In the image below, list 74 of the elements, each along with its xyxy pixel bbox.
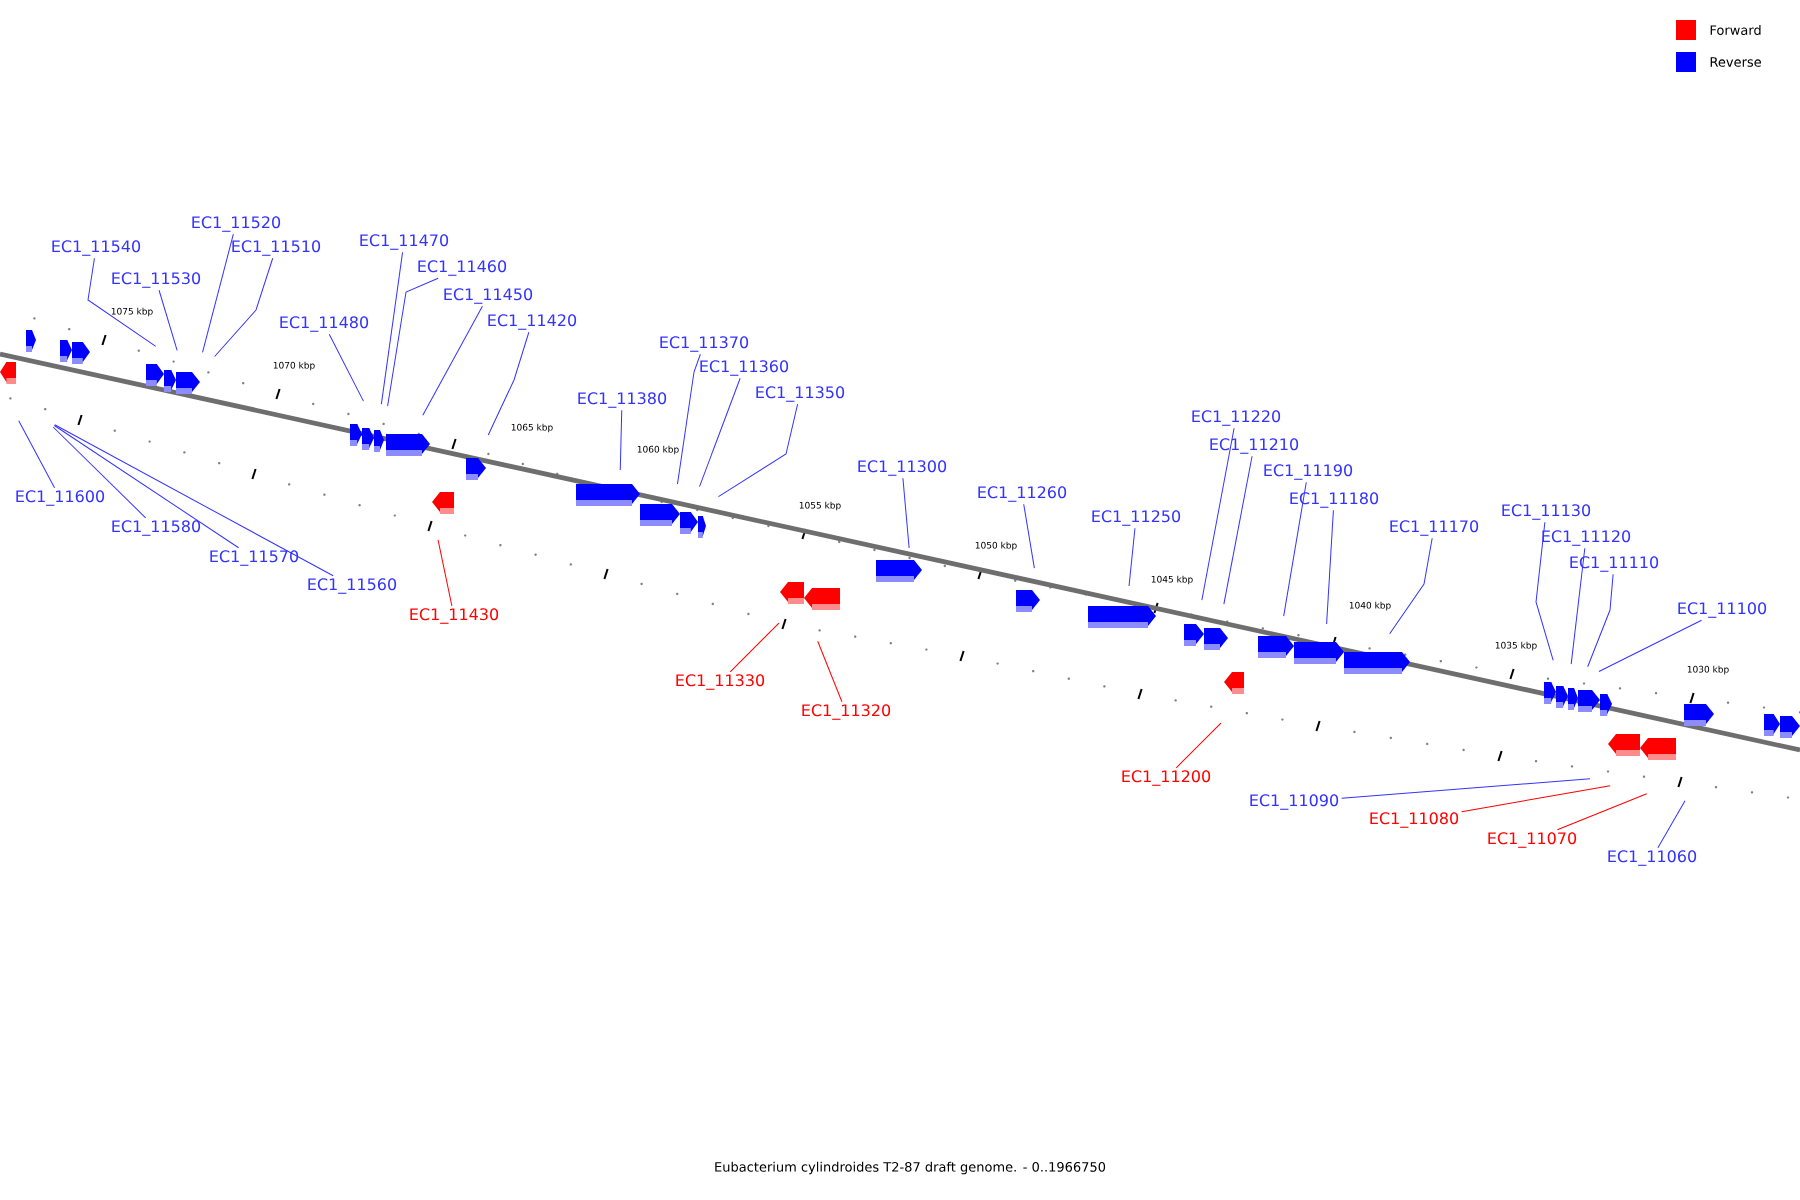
gene-label: EC1_11060	[1608, 850, 1697, 866]
leader-line	[676, 353, 701, 485]
leader-line	[1657, 800, 1686, 849]
gene-label: EC1_11580	[112, 520, 201, 536]
gene-label: EC1_11300	[858, 460, 947, 476]
leader-line	[437, 539, 453, 607]
gene-label: EC1_11190	[1264, 464, 1353, 480]
leader-line	[422, 305, 483, 416]
gene-label: EC1_11320	[802, 704, 891, 720]
gene-label: EC1_11130	[1502, 504, 1591, 520]
leader-line	[699, 377, 741, 488]
leader-line	[387, 277, 439, 407]
gene-label: EC1_11220	[1192, 410, 1281, 426]
leader-line	[87, 257, 157, 347]
leader-line	[817, 640, 843, 703]
gene-label: EC1_11110	[1570, 556, 1659, 572]
gene-label: EC1_11480	[280, 316, 369, 332]
leader-line	[1128, 527, 1136, 587]
leader-line	[1389, 537, 1433, 635]
gene-label: EC1_11570	[210, 550, 299, 566]
leader-line	[328, 333, 364, 402]
leader-line	[1587, 573, 1614, 668]
leader-line	[52, 426, 147, 519]
gene-label: EC1_11330	[676, 674, 765, 690]
gene-label: EC1_11080	[1370, 812, 1459, 828]
leader-line	[1598, 619, 1703, 673]
leader-line	[1570, 547, 1586, 665]
gene-label: EC1_11200	[1122, 770, 1211, 786]
leader-line	[380, 251, 404, 405]
leader-line	[18, 420, 56, 489]
gene-label: EC1_11460	[418, 260, 507, 276]
gene-label: EC1_11210	[1210, 438, 1299, 454]
gene-label: EC1_11120	[1542, 530, 1631, 546]
gene-label: EC1_11100	[1678, 602, 1767, 618]
leader-line	[53, 425, 240, 549]
gene-label: EC1_11380	[578, 392, 667, 408]
gene-label: EC1_11520	[192, 216, 281, 232]
leader-line	[1341, 778, 1591, 799]
leader-line	[902, 477, 910, 549]
gene-label: EC1_11540	[52, 240, 141, 256]
leader-line	[1223, 455, 1253, 605]
gene-label: EC1_11180	[1290, 492, 1379, 508]
leader-line	[54, 424, 334, 577]
gene-label: EC1_11250	[1092, 510, 1181, 526]
leader-line	[1175, 722, 1222, 769]
gene-label: EC1_11350	[756, 386, 845, 402]
gene-label: EC1_11510	[232, 240, 321, 256]
gene-label: EC1_11560	[308, 578, 397, 594]
leader-line	[202, 233, 234, 353]
gene-label: EC1_11170	[1390, 520, 1479, 536]
leader-line	[158, 289, 178, 351]
gene-label: EC1_11470	[360, 234, 449, 250]
gene-label: EC1_11530	[112, 272, 201, 288]
leader-line	[214, 257, 274, 358]
gene-label: EC1_11360	[700, 360, 789, 376]
leader-line	[619, 409, 623, 471]
leader-line	[487, 331, 530, 436]
gene-label: EC1_11260	[978, 486, 1067, 502]
leader-line	[1023, 503, 1035, 569]
gene-label: EC1_11420	[488, 314, 577, 330]
leader-line	[1556, 793, 1648, 831]
gene-label: EC1_11090	[1250, 794, 1339, 810]
leader-line	[1461, 785, 1611, 813]
gene-label: EC1_11070	[1488, 832, 1577, 848]
gene-label: EC1_11430	[410, 608, 499, 624]
gene-label: EC1_11450	[444, 288, 533, 304]
gene-label: EC1_11370	[660, 336, 749, 352]
gene-label: EC1_11600	[16, 490, 105, 506]
leader-line	[1326, 509, 1334, 625]
leader-line	[729, 622, 780, 673]
leader-line	[717, 403, 799, 498]
leader-line	[1283, 481, 1307, 617]
leader-line	[1201, 427, 1235, 601]
leader-line	[1535, 521, 1554, 661]
